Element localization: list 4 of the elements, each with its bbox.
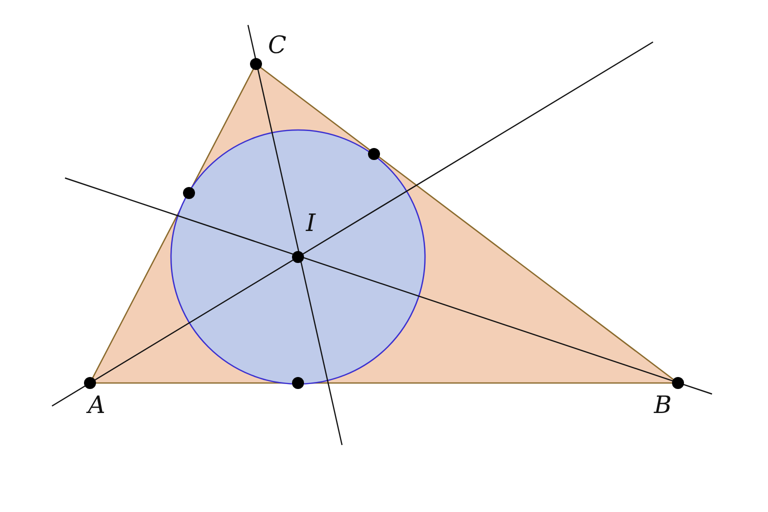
point-label: A bbox=[88, 392, 106, 418]
point-label: B bbox=[654, 392, 672, 418]
point-label: I bbox=[306, 210, 316, 236]
point-label: C bbox=[268, 32, 286, 58]
